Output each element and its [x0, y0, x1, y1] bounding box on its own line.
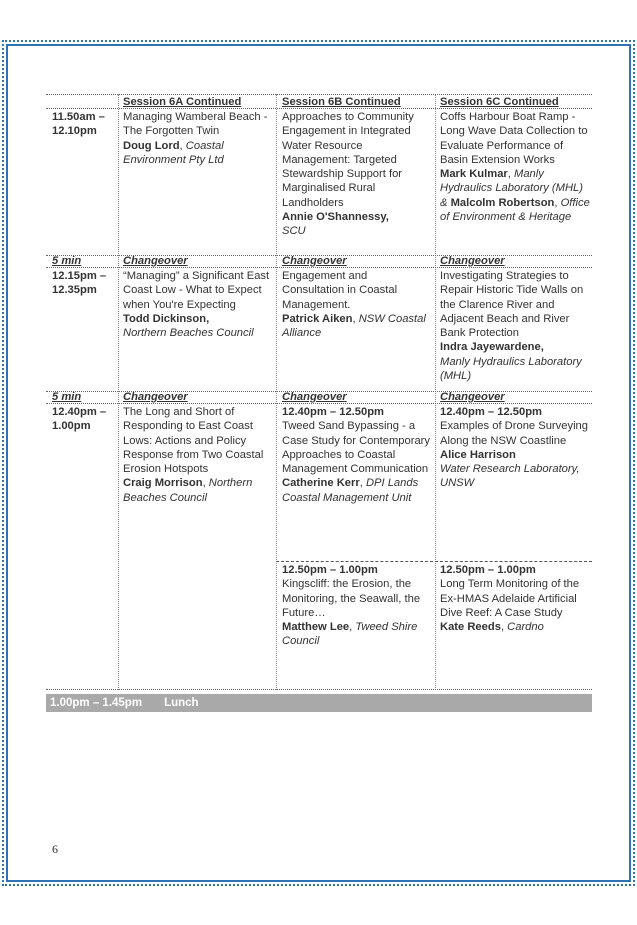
row-line	[46, 94, 592, 95]
speaker-name: Todd Dickinson	[123, 312, 207, 325]
row-line	[46, 267, 592, 268]
changeover-duration: 5 min	[52, 255, 82, 267]
page-border-inner	[6, 44, 631, 882]
speaker-org: Office of Environment & Heritage	[440, 196, 590, 224]
changeover-label: Changeover	[440, 255, 505, 267]
speaker-name: Indra Jayewardene	[440, 341, 541, 354]
speaker-org: Northern Beaches Council	[123, 327, 254, 340]
sub-slot-divider	[276, 561, 592, 562]
speaker-name: Craig Morrison	[123, 477, 203, 490]
program-table: Session 6A Continued Session 6B Continue…	[46, 94, 592, 690]
slot2-6c: Investigating Strategies to Repair Histo…	[440, 269, 590, 383]
changeover-label: Changeover	[282, 391, 347, 403]
speaker-name: Annie O'Shannessy	[282, 211, 386, 224]
talk-title: Approaches to Community Engagement in In…	[282, 111, 414, 209]
speaker-org: Manly Hydraulics Laboratory (MHL)	[440, 355, 582, 383]
slot3-6b-first: 12.40pm – 12.50pm Tweed Sand Bypassing -…	[282, 406, 430, 504]
lunch-time: 1.00pm – 1.45pm	[50, 697, 143, 709]
slot3-6a: The Long and Short of Responding to East…	[123, 405, 273, 505]
header-session-6c: Session 6C Continued	[440, 96, 559, 108]
speaker-org: Cardno	[507, 621, 544, 634]
page-number: 6	[52, 842, 58, 856]
row-line	[46, 403, 592, 404]
slot2-6b: Engagement and Consultation in Coastal M…	[282, 269, 432, 340]
talk-title: Tweed Sand Bypassing - a Case Study for …	[282, 420, 430, 476]
speaker-org: Tweed Shire Council	[282, 621, 418, 648]
speaker-name: Kate Reeds	[440, 621, 501, 634]
talk-title: Coffs Harbour Boat Ramp - Long Wave Data…	[440, 111, 588, 166]
speaker-name: Matthew Lee	[282, 621, 350, 634]
page-border-outer	[2, 40, 635, 886]
slot3-time: 12.40pm – 1.00pm	[52, 406, 107, 433]
speaker-name: Doug Lord	[123, 139, 180, 152]
speaker-org: Manly Hydraulics Laboratory (MHL)	[440, 168, 583, 195]
speaker-org: SCU	[282, 225, 306, 238]
sub-slot-time: 12.50pm – 1.00pm	[440, 564, 536, 576]
speaker-org: Coastal Environment Pty Ltd	[123, 139, 224, 166]
slot3-6b-second: 12.50pm – 1.00pm Kingscliff: the Erosion…	[282, 563, 432, 649]
row-line	[46, 255, 592, 256]
speaker-name: Alice Harrison	[440, 448, 516, 461]
talk-title: Long Term Monitoring of the Ex-HMAS Adel…	[440, 578, 580, 619]
talk-title: Engagement and Consultation in Coastal M…	[282, 270, 398, 311]
slot1-time: 11.50am – 12.10pm	[52, 111, 105, 138]
sub-slot-time: 12.40pm – 12.50pm	[282, 406, 384, 418]
sub-slot-time: 12.40pm – 12.50pm	[440, 406, 542, 418]
slot1-6c: Coffs Harbour Boat Ramp - Long Wave Data…	[440, 111, 590, 224]
talk-title: “Managing” a Significant East Coast Low …	[123, 270, 270, 311]
header-session-6b: Session 6B Continued	[282, 96, 401, 108]
speaker-org: Northern Beaches Council	[123, 477, 253, 504]
changeover-label: Changeover	[123, 391, 188, 403]
slot1-6a: Managing Wamberal Beach - The Forgotten …	[123, 110, 273, 167]
slot1-6b: Approaches to Community Engagement in In…	[282, 110, 432, 239]
speaker-org: DPI Lands Coastal Management Unit	[282, 477, 419, 504]
talk-title: Investigating Strategies to Repair Histo…	[440, 270, 584, 340]
speaker-name: Patrick Aiken	[282, 312, 353, 325]
talk-title: Examples of Drone Surveying Along the NS…	[440, 420, 588, 447]
speaker-org: Water Research Laboratory, UNSW	[440, 463, 580, 490]
changeover-label: Changeover	[123, 255, 188, 267]
talk-title: Kingscliff: the Erosion, the Monitoring,…	[282, 578, 421, 619]
row-line	[46, 108, 592, 109]
row-line	[46, 689, 592, 690]
column-divider	[276, 94, 277, 690]
sub-slot-time: 12.50pm – 1.00pm	[282, 564, 378, 576]
header-session-6a: Session 6A Continued	[123, 96, 242, 108]
slot3-6c-second: 12.50pm – 1.00pm Long Term Monitoring of…	[440, 563, 590, 634]
speaker-name: Malcolm Robertson	[450, 196, 555, 209]
speaker-name: Mark Kulmar	[440, 168, 508, 181]
slot2-time: 12.15pm – 12.35pm	[52, 270, 107, 297]
changeover-duration: 5 min	[52, 391, 82, 403]
slot2-6a: “Managing” a Significant East Coast Low …	[123, 269, 273, 340]
talk-title: Managing Wamberal Beach - The Forgotten …	[123, 111, 268, 138]
speaker-name: Catherine Kerr	[282, 477, 360, 490]
speaker-org: NSW Coastal Alliance	[282, 312, 426, 340]
lunch-bar: 1.00pm – 1.45pm Lunch	[46, 694, 592, 712]
lunch-label: Lunch	[164, 697, 199, 709]
changeover-label: Changeover	[282, 255, 347, 267]
talk-title: The Long and Short of Responding to East…	[123, 406, 264, 476]
slot3-6c-first: 12.40pm – 12.50pm Examples of Drone Surv…	[440, 405, 590, 491]
row-line	[46, 391, 592, 392]
column-divider	[435, 94, 436, 690]
column-divider	[118, 94, 119, 690]
changeover-label: Changeover	[440, 391, 505, 403]
